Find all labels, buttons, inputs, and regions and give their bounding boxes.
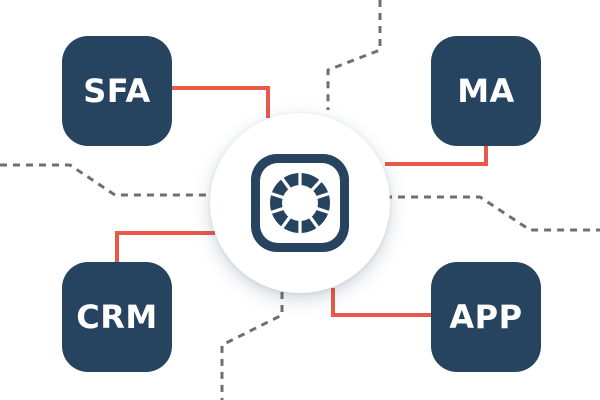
- red-connectors: [115, 86, 488, 317]
- ma-label: MA: [457, 72, 515, 110]
- dashed-line-bottom-left: [220, 292, 284, 400]
- dashed-line-top-right: [326, 0, 382, 110]
- crm-node: CRM: [62, 262, 172, 372]
- ring-logo-icon: [251, 154, 349, 252]
- sfa-label: SFA: [83, 72, 151, 110]
- dashed-line-right: [385, 195, 600, 232]
- sfa-node: SFA: [62, 36, 172, 146]
- connector-crm: [115, 231, 215, 262]
- dashed-line-left: [0, 163, 215, 197]
- connector-sfa: [172, 86, 270, 118]
- app-node: APP: [431, 262, 541, 372]
- app-label: APP: [449, 298, 523, 336]
- central-hub: [210, 113, 390, 293]
- ma-node: MA: [431, 36, 541, 146]
- connector-app: [331, 288, 431, 317]
- connector-ma-path: [385, 146, 488, 166]
- crm-label: CRM: [76, 298, 158, 336]
